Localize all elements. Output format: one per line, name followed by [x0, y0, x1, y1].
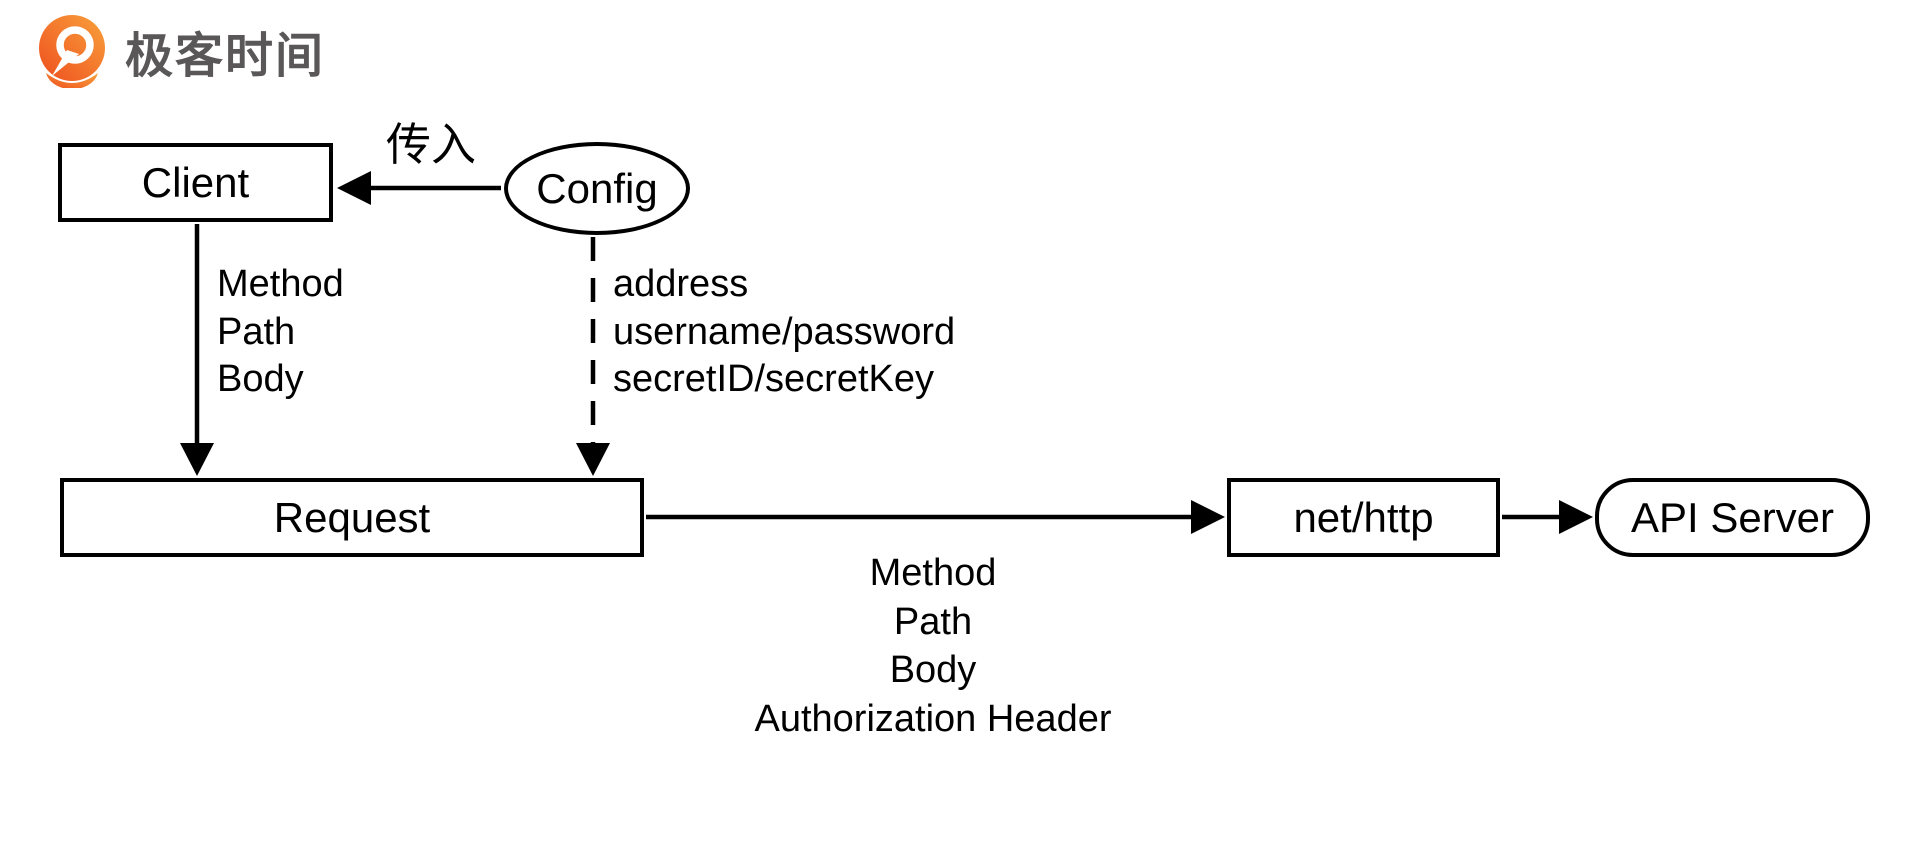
edge-label-line: Path	[893, 600, 973, 643]
edge-config-to-request-arrowhead-icon	[576, 443, 610, 476]
edge-label-line: secretID/secretKey	[613, 358, 934, 400]
node-net-http: net/http	[1227, 478, 1500, 557]
edge-label-line: Path	[217, 310, 296, 353]
edge-label-line: address	[613, 263, 749, 305]
edge-client-to-request-arrowhead-icon	[180, 443, 214, 476]
logo: 极客时间	[33, 14, 325, 88]
edge-label-client-to-request: Method Path Body	[217, 261, 344, 404]
edge-label-line: Method	[869, 552, 997, 594]
node-client-label: Client	[141, 158, 250, 206]
node-api-server: API Server	[1595, 478, 1870, 557]
edge-label-line: Method	[217, 263, 344, 305]
node-client: Client	[58, 143, 333, 222]
edge-label-request-to-nethttp: Method Path Body Authorization Header	[583, 549, 1283, 743]
edge-label-line: Body	[217, 358, 304, 400]
edge-label-config-to-client: 传入	[386, 118, 476, 172]
edge-label-config-to-request: address username/password secretID/secre…	[613, 261, 955, 404]
edge-label-config-to-client-text: 传入	[386, 119, 477, 170]
node-config-label: Config	[536, 164, 658, 212]
logo-brand-text: 极客时间	[125, 30, 326, 83]
edge-label-line: Body	[889, 649, 977, 691]
node-api-server-label: API Server	[1630, 493, 1835, 541]
edge-label-line: username/password	[613, 310, 956, 353]
node-request-label: Request	[273, 493, 431, 541]
node-request: Request	[60, 478, 644, 557]
edge-request-to-nethttp-arrowhead-icon	[1191, 500, 1225, 534]
edge-nethttp-to-apiserver-arrowhead-icon	[1559, 500, 1593, 534]
geektime-pin-icon	[39, 15, 105, 88]
edge-config-to-client-arrowhead-icon	[337, 171, 371, 205]
edge-label-line: Authorization Header	[754, 697, 1112, 740]
node-config: Config	[504, 142, 690, 235]
node-net-http-label: net/http	[1293, 493, 1434, 541]
